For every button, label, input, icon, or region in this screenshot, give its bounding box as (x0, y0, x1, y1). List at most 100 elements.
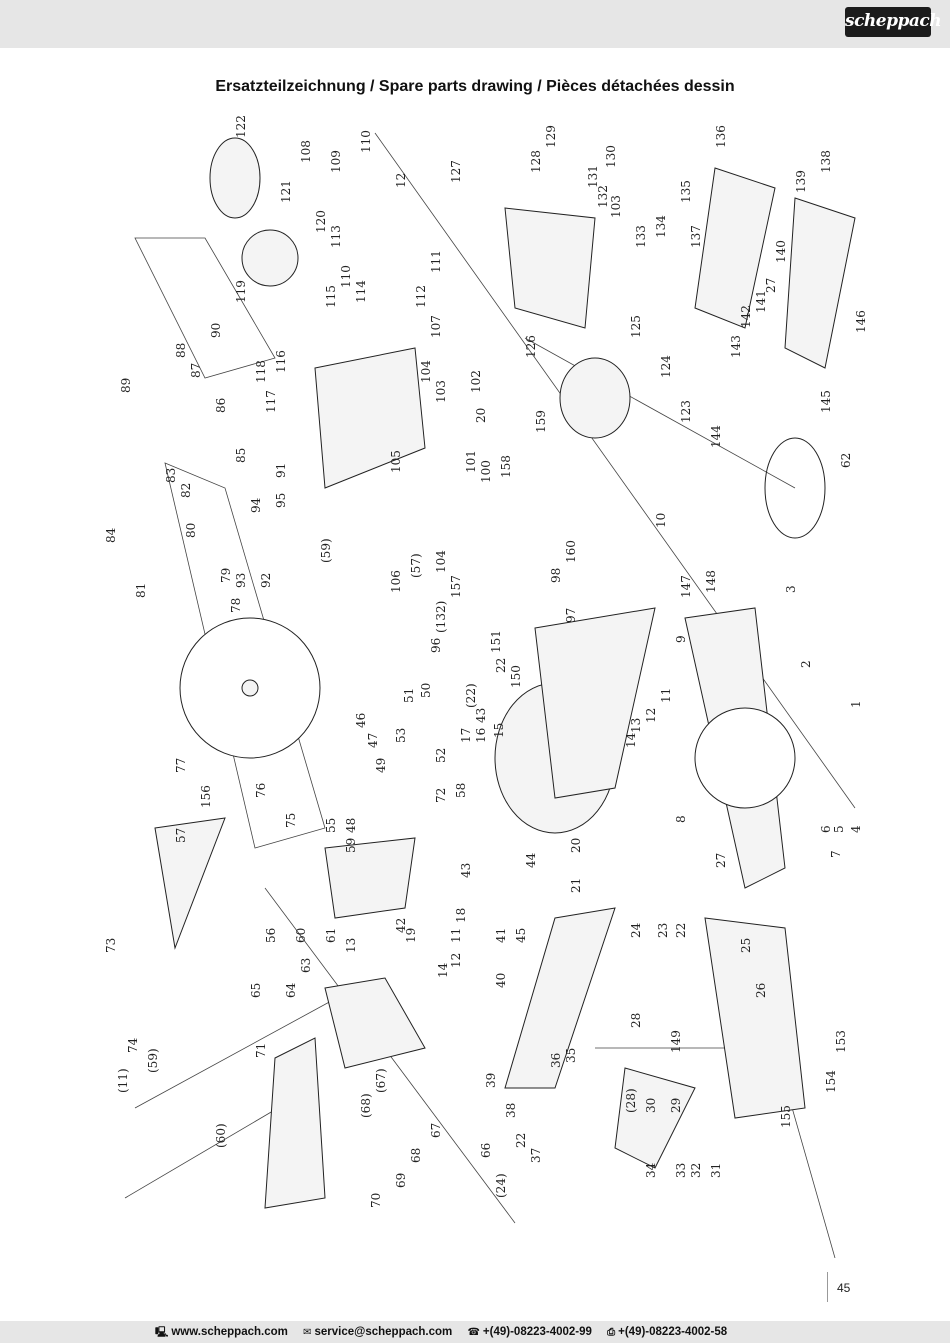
callout-11-c: 11 (659, 688, 673, 703)
callout-48: 48 (344, 818, 358, 833)
phone-number: +(49)-08223-4002-99 (482, 1326, 592, 1338)
callout-82: 82 (179, 483, 193, 498)
callout-49: 49 (374, 758, 388, 773)
callout-80: 80 (184, 523, 198, 538)
top-bar: scheppach (0, 0, 950, 48)
footer-bar: 🖳www.scheppach.com ✉service@scheppach.co… (0, 1321, 950, 1343)
callout-84: 84 (104, 527, 118, 543)
callout-37: 37 (529, 1148, 543, 1163)
callout-50: 50 (419, 683, 433, 698)
callout-28: 28 (629, 1013, 643, 1028)
callout-70: 70 (369, 1193, 383, 1208)
callout-160: 160 (564, 540, 578, 563)
callout-34: 34 (644, 1162, 658, 1178)
brand-name: scheppach (845, 11, 942, 31)
callout-131: 131 (586, 165, 600, 188)
callout-135: 135 (679, 180, 693, 203)
callout-13: 13 (629, 718, 643, 733)
callout-17: 17 (459, 728, 473, 743)
callout-146: 146 (854, 310, 868, 333)
callout-87: 87 (189, 363, 203, 378)
callout-31: 31 (709, 1163, 723, 1178)
callout-68: 68 (409, 1148, 423, 1163)
exploded-parts-drawing: 122 121 108 109 110 12 120 113 119 110 1… (104, 115, 868, 1258)
callout-155: 155 (779, 1105, 793, 1128)
callout-14-a: 14 (436, 962, 450, 978)
callout-116: 116 (274, 350, 288, 373)
callout-140: 140 (774, 240, 788, 263)
callout-61: 42 (394, 918, 408, 933)
callout-149: 149 (669, 1030, 683, 1053)
callout-15: 15 (492, 723, 506, 738)
callout-6: 6 (819, 825, 833, 833)
callout-23: 23 (656, 923, 670, 938)
callout-16: 16 (474, 728, 488, 743)
callout-19: 72 (434, 788, 448, 803)
callout-45: 45 (514, 928, 528, 943)
callout-46: 46 (354, 713, 368, 728)
callout-102: 102 (469, 370, 483, 393)
callout-106: 106 (389, 570, 403, 593)
email-link[interactable]: service@scheppach.com (314, 1326, 453, 1338)
website-link[interactable]: www.scheppach.com (171, 1326, 288, 1338)
callout-62: 62 (839, 453, 853, 468)
callout-38: 38 (504, 1103, 518, 1118)
callout-72: 57 (174, 828, 188, 843)
callout-86: 86 (214, 398, 228, 413)
callout-4: 4 (849, 825, 863, 833)
callout-120: 120 (314, 210, 328, 233)
callout-56: 61 (324, 928, 338, 943)
callout-133: 133 (634, 225, 648, 248)
callout-22-b: (22) (464, 683, 478, 708)
mail-icon: ✉ (303, 1327, 312, 1338)
callout-115: 115 (324, 285, 338, 308)
callout-51: 51 (402, 688, 416, 703)
callout-110: 110 (359, 130, 373, 153)
callout-67: 67 (429, 1123, 443, 1138)
callout-90: 90 (209, 323, 223, 338)
callout-18: 58 (454, 783, 468, 798)
callout-110-b: 110 (339, 265, 353, 288)
callout-101: 101 (464, 450, 478, 473)
email-item[interactable]: ✉service@scheppach.com (303, 1326, 452, 1338)
callout-73: 73 (104, 938, 118, 953)
callout-7: 7 (829, 850, 843, 858)
callout-96: 96 (429, 638, 443, 653)
computer-icon: 🖳 (155, 1327, 169, 1338)
callout-52: 52 (434, 748, 448, 763)
callout-1: 1 (849, 700, 863, 708)
callout-157: 157 (449, 575, 463, 598)
callout-118: 118 (254, 360, 268, 383)
callout-89: 89 (119, 378, 133, 393)
callout-103-b: 103 (609, 195, 623, 218)
callout-11-b: 11 (449, 928, 463, 943)
callout-143: 143 (729, 335, 743, 358)
callout-108: 108 (299, 140, 313, 163)
callout-24-a: (24) (494, 1173, 508, 1198)
callout-127: 127 (449, 160, 463, 183)
callout-8: 8 (674, 815, 688, 823)
callout-158: 158 (499, 455, 513, 478)
callout-42: 18 (454, 908, 468, 923)
website-item[interactable]: 🖳www.scheppach.com (155, 1325, 288, 1342)
callout-71: 71 (254, 1043, 268, 1058)
callout-128: 128 (529, 150, 543, 173)
fax-icon: ⎙ (607, 1327, 616, 1338)
fax-item: ⎙+(49)-08223-4002-58 (607, 1326, 727, 1338)
callout-69: 69 (394, 1173, 408, 1188)
callout-2: 2 (799, 660, 813, 668)
callout-27-a: 27 (764, 278, 778, 293)
callout-59-c: (59) (146, 1048, 160, 1073)
callout-145: 145 (819, 390, 833, 413)
callout-59-b: 59 (344, 838, 358, 853)
callout-148: 148 (704, 570, 718, 593)
callout-94: 94 (249, 497, 263, 513)
callout-121: 121 (279, 180, 293, 203)
callout-29: 29 (669, 1098, 683, 1113)
callout-59-a: (59) (319, 538, 333, 563)
callout-74: 74 (126, 1037, 140, 1053)
callout-11-a: (11) (116, 1068, 130, 1093)
callout-81: 81 (134, 583, 148, 598)
fax-number: +(49)-08223-4002-58 (618, 1326, 728, 1338)
callout-153: 153 (834, 1030, 848, 1053)
